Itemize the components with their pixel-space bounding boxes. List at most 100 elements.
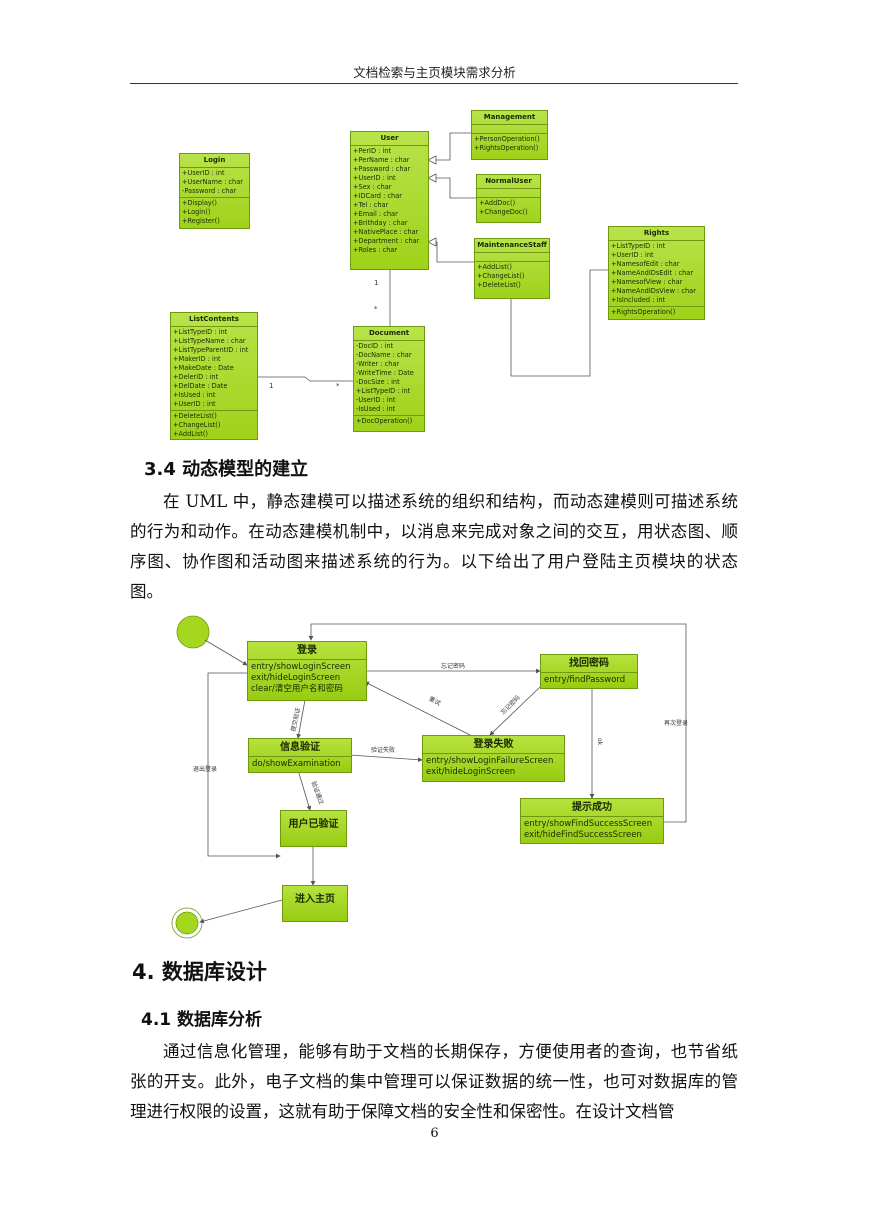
class-attribute: +IsUsed : int: [173, 391, 216, 399]
state-found-title: 提示成功: [521, 799, 663, 817]
class-attribute: +PerID : int: [353, 147, 392, 155]
paragraph-3-4: 在 UML 中，静态建模可以描述系统的组织和结构，而动态建模则可描述系统的行为和…: [130, 492, 738, 601]
class-operation: +DocOperation(): [356, 417, 413, 425]
class-attribute-section: +ListTypeID : int+ListTypeName : char+Li…: [171, 327, 257, 411]
class-attribute: +ListTypeName : char: [173, 337, 246, 345]
class-operation: +ChangeList(): [173, 421, 221, 429]
class-attribute: -DocName : char: [356, 351, 412, 359]
class-operation: +AddDoc(): [479, 199, 516, 207]
state-verify-title: 信息验证: [249, 739, 351, 757]
class-attribute: +UserID : int: [353, 174, 396, 182]
heading-3-4: 3.4 动态模型的建立: [144, 459, 309, 480]
class-name: Management: [472, 111, 547, 125]
label-logout: 退出登录: [193, 766, 218, 773]
class-document: Document-DocID : int-DocName : char-Writ…: [353, 326, 425, 432]
class-operation-section: +AddList()+ChangeList()+DeleteList(): [475, 262, 549, 291]
class-attribute-section: +ListTypeID : int+UserID : int+NamesofEd…: [609, 241, 704, 307]
class-attribute: -Writer : char: [356, 360, 400, 368]
class-name: Login: [180, 154, 249, 168]
class-attribute-section: [472, 125, 547, 134]
state-find-title: 找回密码: [541, 655, 637, 673]
class-name: MaintenanceStaff: [475, 239, 549, 253]
class-normaluser: NormalUser+AddDoc()+ChangeDoc(): [476, 174, 541, 223]
class-attribute: +Tel : char: [353, 201, 389, 209]
class-login: Login+UserID : int+UserName : char-Passw…: [179, 153, 250, 229]
class-operation-section: +AddDoc()+ChangeDoc(): [477, 198, 540, 218]
class-name: Document: [354, 327, 424, 341]
class-attribute: +IsIncluded : int: [611, 296, 666, 304]
class-attribute: -WriteTime : Date: [356, 369, 414, 377]
class-attribute: +UserName : char: [182, 178, 243, 186]
class-attribute: +MakerID : int: [173, 355, 221, 363]
label-relogin: 再次登录: [664, 720, 689, 727]
class-attribute: +Brithday : char: [353, 219, 408, 227]
class-operation-section: +DocOperation(): [354, 416, 424, 427]
class-operation: +Login(): [182, 208, 211, 216]
state-login-title: 登录: [248, 642, 366, 660]
header-rule: [130, 83, 738, 84]
label-verify-fail: 验证失败: [371, 747, 396, 754]
class-attribute: +MakeDate : Date: [173, 364, 234, 372]
mult-user-doc-bottom: *: [374, 305, 378, 313]
state-find-success: 提示成功 entry/showFindSuccessScreen exit/hi…: [520, 798, 664, 844]
state-login-failure: 登录失败 entry/showLoginFailureScreen exit/h…: [422, 735, 565, 782]
class-rights: Rights+ListTypeID : int+UserID : int+Nam…: [608, 226, 705, 320]
class-attribute: +Password : char: [353, 165, 411, 173]
paragraph-4-1: 通过信息化管理，能够有助于文档的长期保存，方便使用者的查询，也节省纸张的开支。此…: [130, 1042, 738, 1121]
class-attribute-section: [475, 253, 549, 262]
class-attribute: +UserID : int: [611, 251, 654, 259]
heading-4-1: 4.1 数据库分析: [141, 1010, 263, 1030]
state-home-title: 进入主页: [295, 894, 335, 905]
state-login-line: exit/hideLoginScreen: [251, 673, 341, 683]
class-operation: +RightsOperation(): [611, 308, 676, 316]
class-name: User: [351, 132, 428, 146]
label-ok: ok: [596, 737, 604, 746]
class-user: User+PerID : int+PerName : char+Password…: [350, 131, 429, 270]
state-found-line: entry/showFindSuccessScreen: [524, 819, 653, 829]
class-attribute: +NameAndIDsEdit : char: [611, 269, 694, 277]
class-attribute: +UserID : int: [173, 400, 216, 408]
class-operation-section: +RightsOperation(): [609, 307, 704, 318]
class-maintenancestaff: MaintenanceStaff +AddList()+ChangeList()+…: [474, 238, 550, 299]
class-attribute: +Sex : char: [353, 183, 392, 191]
class-attribute-section: [477, 189, 540, 198]
page-number: 6: [430, 1126, 439, 1141]
class-attribute: +NamesofEdit : char: [611, 260, 680, 268]
mult-list-doc-left: 1: [269, 382, 274, 390]
state-find-password: 找回密码 entry/findPassword: [540, 654, 638, 689]
class-attribute: +NamesofView : char: [611, 278, 683, 286]
state-verify: 信息验证 do/showExamination: [248, 738, 352, 773]
class-attribute: -DocSize : int: [356, 378, 400, 386]
class-operation: +AddList(): [173, 430, 208, 438]
heading-4: 4. 数据库设计: [132, 960, 267, 984]
class-operation: +DeleteList(): [173, 412, 217, 420]
class-attribute: +ListTypeID : int: [173, 328, 228, 336]
class-name: Rights: [609, 227, 704, 241]
state-fail-line: exit/hideLoginScreen: [426, 767, 516, 777]
class-operation: +Register(): [182, 217, 220, 225]
class-attribute: +NameAndIDsView : char: [611, 287, 696, 295]
class-attribute-section: +PerID : int+PerName : char+Password : c…: [351, 146, 428, 256]
class-operation: +RightsOperation(): [474, 144, 539, 152]
state-enter-home: 进入主页: [282, 885, 348, 922]
class-attribute: +IDCard : char: [353, 192, 402, 200]
class-attribute: -IsUsed : int: [356, 405, 396, 413]
state-verified-title: 用户已验证: [288, 819, 339, 830]
class-operation: +ChangeList(): [477, 272, 525, 280]
class-operation-section: +PersonOperation()+RightsOperation(): [472, 134, 547, 154]
class-attribute: -UserID : int: [356, 396, 396, 404]
class-attribute: +UserID : int: [182, 169, 225, 177]
page-header: 文档检索与主页模块需求分析: [353, 65, 516, 80]
state-fail-line: entry/showLoginFailureScreen: [426, 756, 554, 766]
mult-user-doc-top: 1: [374, 279, 379, 287]
class-operation: +AddList(): [477, 263, 512, 271]
class-operation-section: +Display()+Login()+Register(): [180, 198, 249, 227]
class-attribute: +ListTypeID : int: [611, 242, 666, 250]
class-attribute: +DeleriD : int: [173, 373, 219, 381]
class-attribute: +DelDate : Date: [173, 382, 228, 390]
state-fail-title: 登录失败: [423, 736, 564, 754]
state-find-line: entry/findPassword: [544, 675, 626, 685]
state-diagram-connectors: [171, 615, 687, 939]
class-operation-section: +DeleteList()+ChangeList()+AddList(): [171, 411, 257, 439]
class-attribute: +Roles : char: [353, 246, 398, 254]
